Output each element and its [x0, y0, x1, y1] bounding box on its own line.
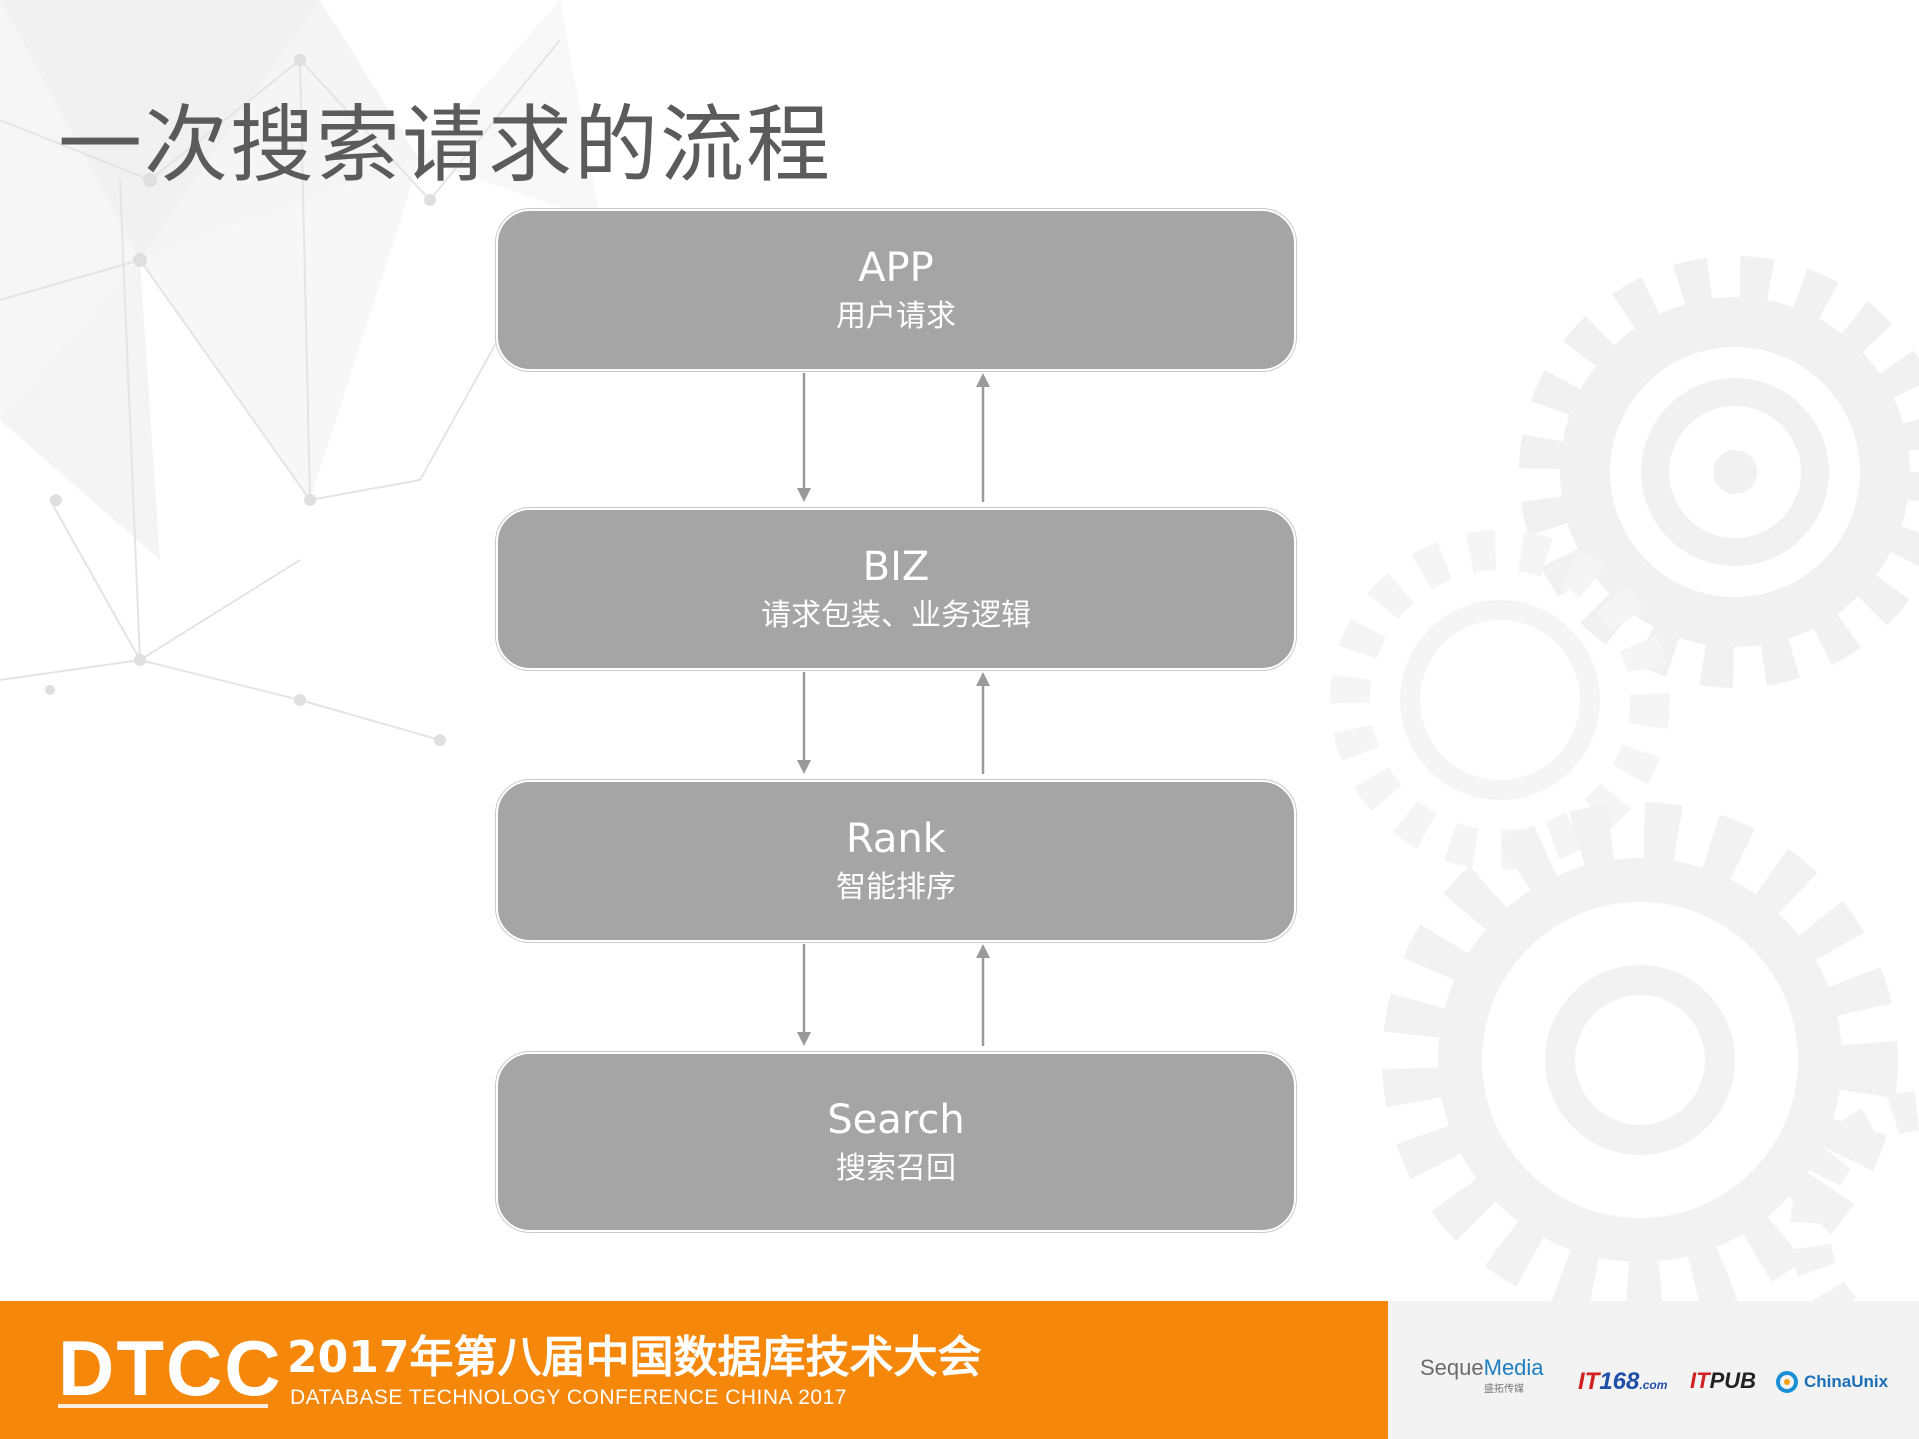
footer-banner	[0, 1301, 1388, 1439]
flow-node-biz: BIZ 请求包装、业务逻辑	[496, 508, 1296, 670]
network-pattern	[0, 0, 600, 746]
node-title-app: APP	[858, 245, 934, 291]
sponsor-sequemedia-sub: 盛拓传媒	[1484, 1384, 1524, 1395]
sponsor-it168-c: .com	[1639, 1378, 1668, 1392]
gear-decoration-bottom	[1382, 802, 1898, 1318]
sponsor-sequemedia: SequeMedia	[1420, 1355, 1544, 1381]
arrowhead-app-to-biz	[797, 488, 811, 502]
gear-decoration-medium	[1330, 530, 1670, 870]
conference-name-cn: 2017年第八届中国数据库技术大会	[287, 1332, 982, 1383]
slide-title: 一次搜索请求的流程	[58, 96, 833, 194]
gear-decoration-large	[1519, 256, 1919, 688]
node-subtitle-rank: 智能排序	[836, 870, 956, 905]
sponsor-sequemedia-a: Seque	[1420, 1355, 1484, 1380]
sponsor-itpub: ITPUB	[1690, 1368, 1756, 1394]
conference-name-en: DATABASE TECHNOLOGY CONFERENCE CHINA 201…	[290, 1386, 847, 1409]
sponsor-itpub-b: PUB	[1709, 1368, 1757, 1393]
arrowhead-biz-to-rank	[797, 760, 811, 774]
node-subtitle-search: 搜索召回	[836, 1151, 956, 1186]
flow-node-search: Search 搜索召回	[496, 1052, 1296, 1232]
sponsor-it168-a: IT	[1578, 1368, 1600, 1395]
sponsor-chinaunix: ChinaUnix	[1804, 1372, 1889, 1391]
sponsor-itpub-a: IT	[1690, 1368, 1710, 1393]
arrowhead-rank-to-biz	[976, 672, 990, 686]
node-title-search: Search	[827, 1097, 965, 1143]
node-title-biz: BIZ	[862, 544, 930, 590]
node-title-rank: Rank	[846, 816, 946, 862]
sponsor-it168-b: 168	[1599, 1368, 1640, 1395]
flow-node-rank: Rank 智能排序	[496, 780, 1296, 942]
dtcc-logo-underline	[58, 1404, 268, 1408]
node-subtitle-biz: 请求包装、业务逻辑	[761, 598, 1031, 633]
sponsor-sequemedia-b: Media	[1483, 1355, 1544, 1380]
arrowhead-rank-to-search	[797, 1032, 811, 1046]
chinaunix-icon	[1776, 1371, 1798, 1393]
arrowhead-biz-to-app	[976, 373, 990, 387]
footer-sponsor-area	[1388, 1301, 1919, 1439]
flow-node-app: APP 用户请求	[496, 209, 1296, 371]
node-subtitle-app: 用户请求	[836, 299, 956, 334]
dtcc-logo: DTCC	[58, 1324, 283, 1412]
arrowhead-search-to-rank	[976, 944, 990, 958]
sponsor-it168: IT168.com	[1578, 1368, 1667, 1396]
